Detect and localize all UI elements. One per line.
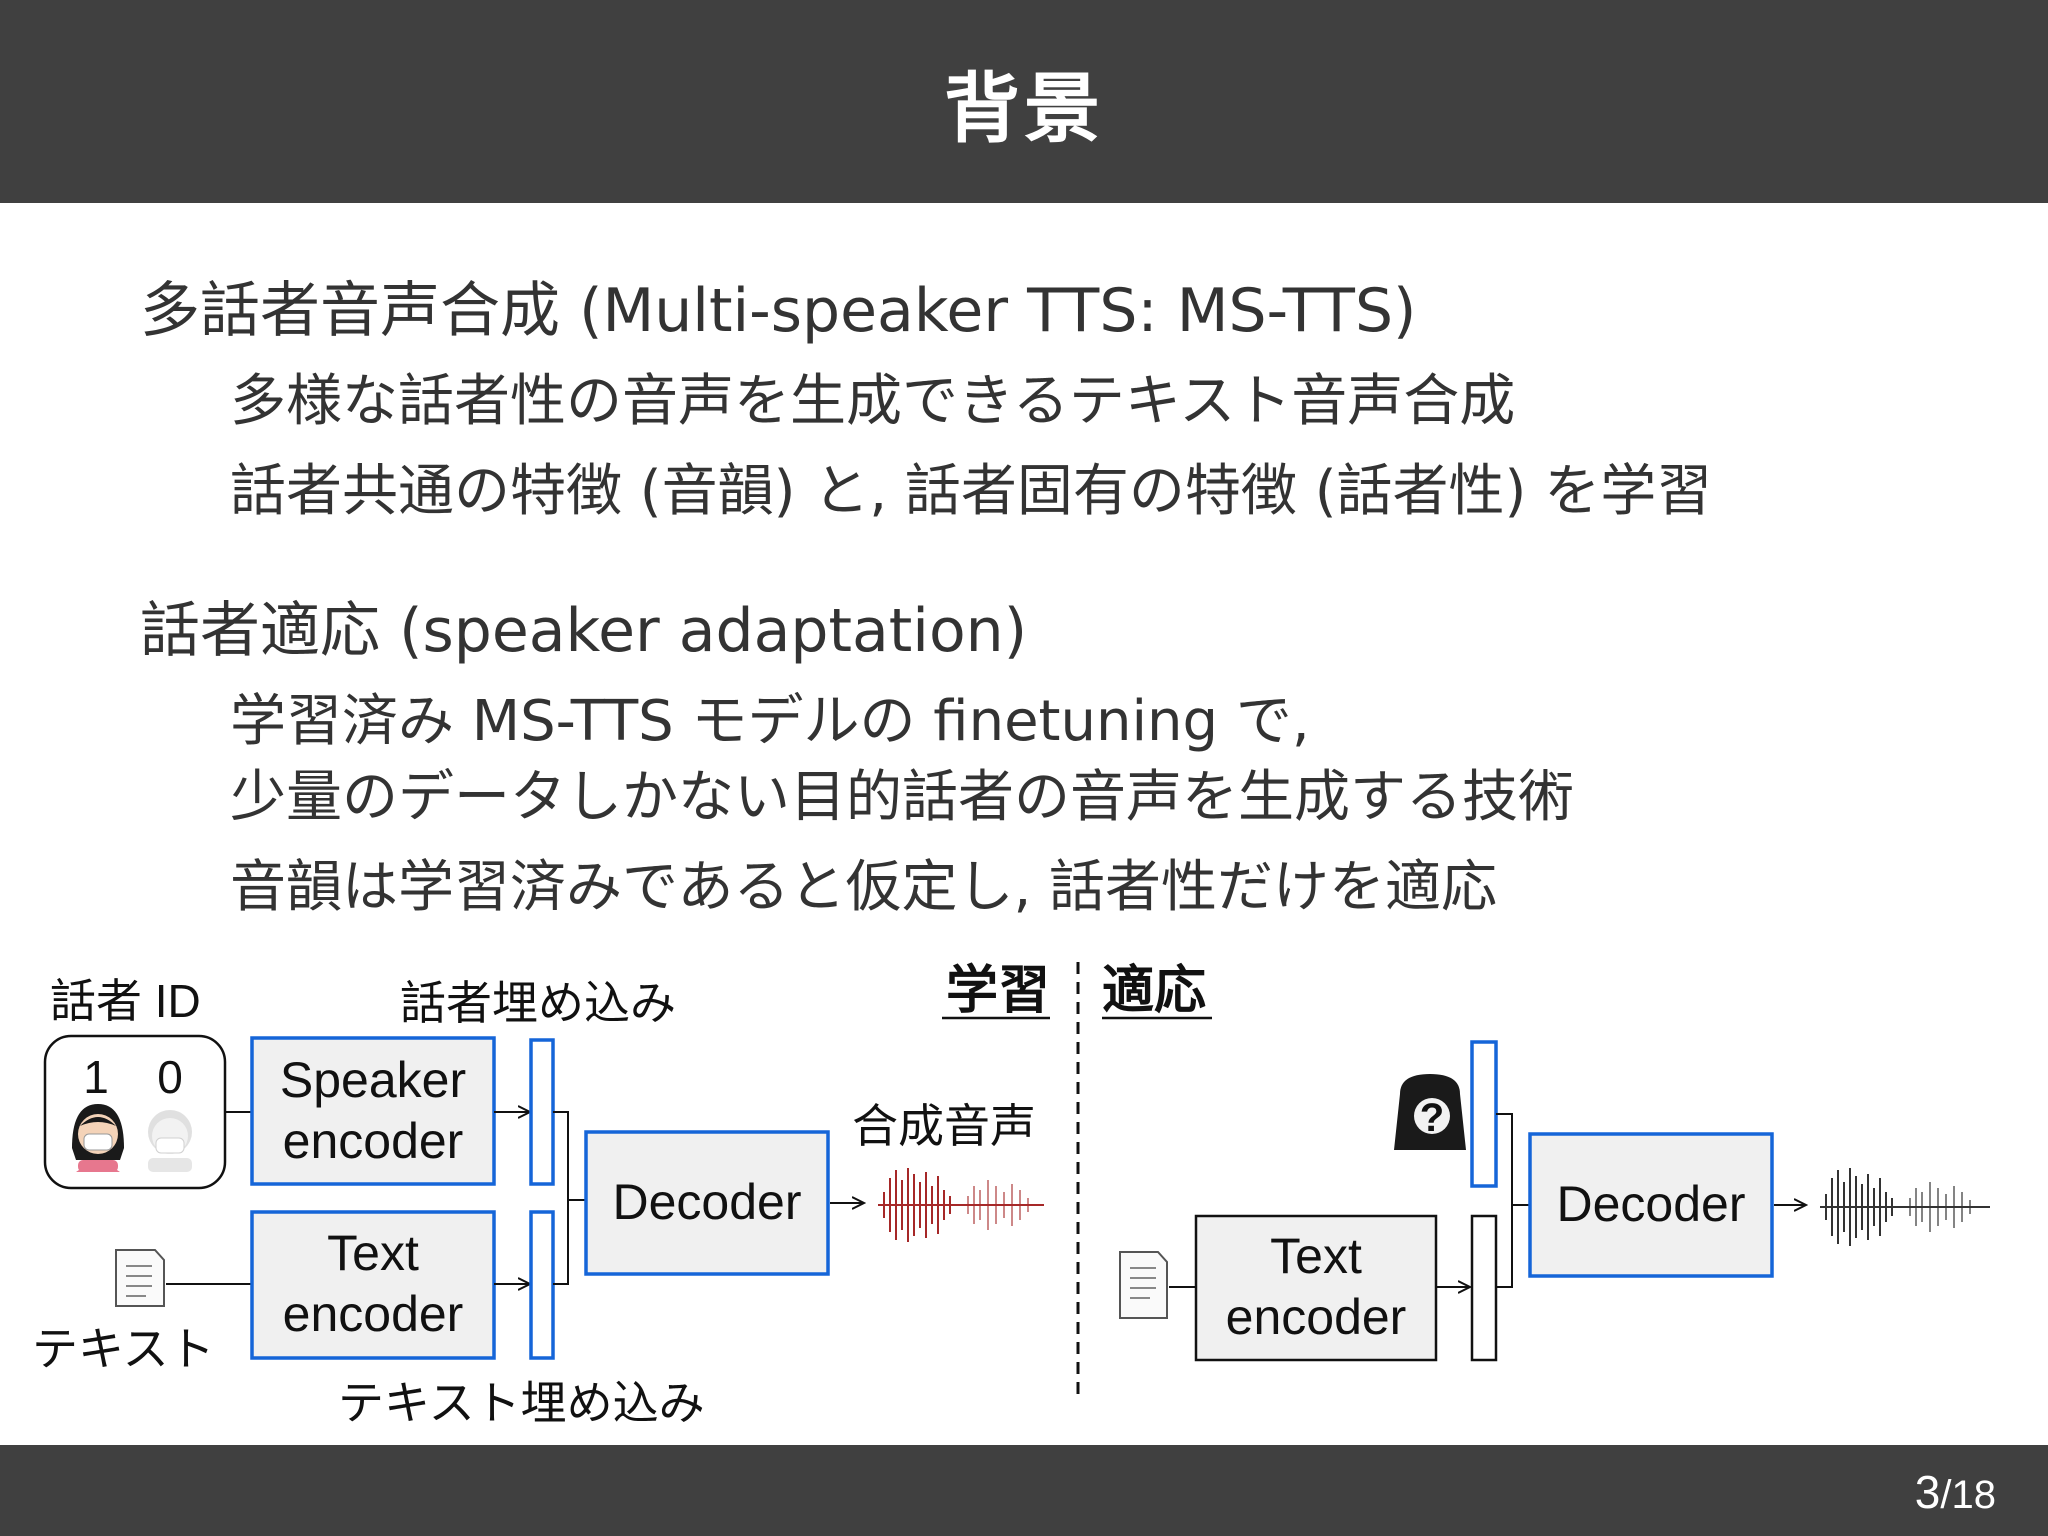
waveform-icon [1820, 1168, 1990, 1246]
speaker-id-box [43, 1034, 227, 1190]
unknown-speaker-mark: ? [1420, 1096, 1444, 1140]
decoder-label: Decoder [613, 1174, 802, 1230]
slide-title: 背景 [944, 63, 1104, 153]
adapt-text-encoder-box [1194, 1214, 1438, 1362]
section2-bullet-2: 音韻は学習済みであると仮定し, 話者性だけを適応 [230, 855, 1498, 920]
speaker-embedding-bar [529, 1038, 555, 1186]
page-number: 3/18 [1915, 1465, 1996, 1519]
speaker-encoder-line2: encoder [283, 1113, 464, 1169]
section1-bullet-1: 多様な話者性の音声を生成できるテキスト音声合成 [230, 369, 1516, 434]
slide-footer: 3/18 [0, 1445, 2048, 1536]
speaker-id-label: 話者 ID [50, 975, 201, 1027]
text-encoder-line2: encoder [283, 1286, 464, 1342]
hooded-unknown-speaker-icon: ? [1394, 1074, 1466, 1150]
document-icon [115, 1249, 165, 1307]
section2-heading: 話者適応 (speaker adaptation) [140, 596, 1028, 666]
page-current: 3 [1914, 1466, 1941, 1518]
adapt-decoder-label: Decoder [1557, 1176, 1746, 1232]
section1-heading: 多話者音声合成 (Multi-speaker TTS: MS-TTS) [140, 276, 1417, 346]
adapt-text-embedding-bar [1470, 1214, 1498, 1362]
phase-train-label: 学習 [946, 962, 1050, 1020]
section1-bullet-2: 話者共通の特徴 (音韻) と, 話者固有の特徴 (話者性) を学習 [230, 459, 1713, 524]
target-speaker-embedding-bar [1470, 1040, 1498, 1188]
speaker-id-value-1: 1 [83, 1051, 109, 1103]
text-input-label: テキスト [32, 1323, 215, 1375]
waveform-icon [878, 1168, 1044, 1242]
decoder-box [584, 1130, 830, 1276]
text-embedding-label: テキスト埋め込み [338, 1377, 705, 1429]
adapt-text-encoder-line2: encoder [1226, 1289, 1407, 1345]
speaker-encoder-line1: Speaker [280, 1052, 466, 1108]
slide-header: 背景 [0, 0, 2048, 203]
masked-person-icon [72, 1104, 124, 1172]
document-icon [1119, 1251, 1168, 1319]
speaker-embedding-label: 話者埋め込み [400, 977, 676, 1029]
text-encoder-line1: Text [327, 1225, 419, 1281]
synth-speech-label: 合成音声 [852, 1100, 1036, 1152]
speaker-id-value-0: 0 [157, 1051, 183, 1103]
text-embedding-bar [529, 1210, 555, 1360]
section2-bullet-1a: 学習済み MS-TTS モデルの finetuning で, [230, 689, 1310, 754]
adapt-decoder-box [1528, 1132, 1774, 1278]
adaptation-diagram: 話者 ID 話者埋め込み 1 0 Speaker encoder テキスト Te… [32, 962, 1990, 1429]
adapt-text-encoder-line1: Text [1270, 1228, 1362, 1284]
masked-elder-icon [148, 1110, 192, 1172]
phase-adapt-label: 適応 [1102, 962, 1206, 1020]
page-total: /18 [1940, 1473, 1996, 1517]
section2-bullet-1b: 少量のデータしかない目的話者の音声を生成する技術 [230, 765, 1574, 830]
